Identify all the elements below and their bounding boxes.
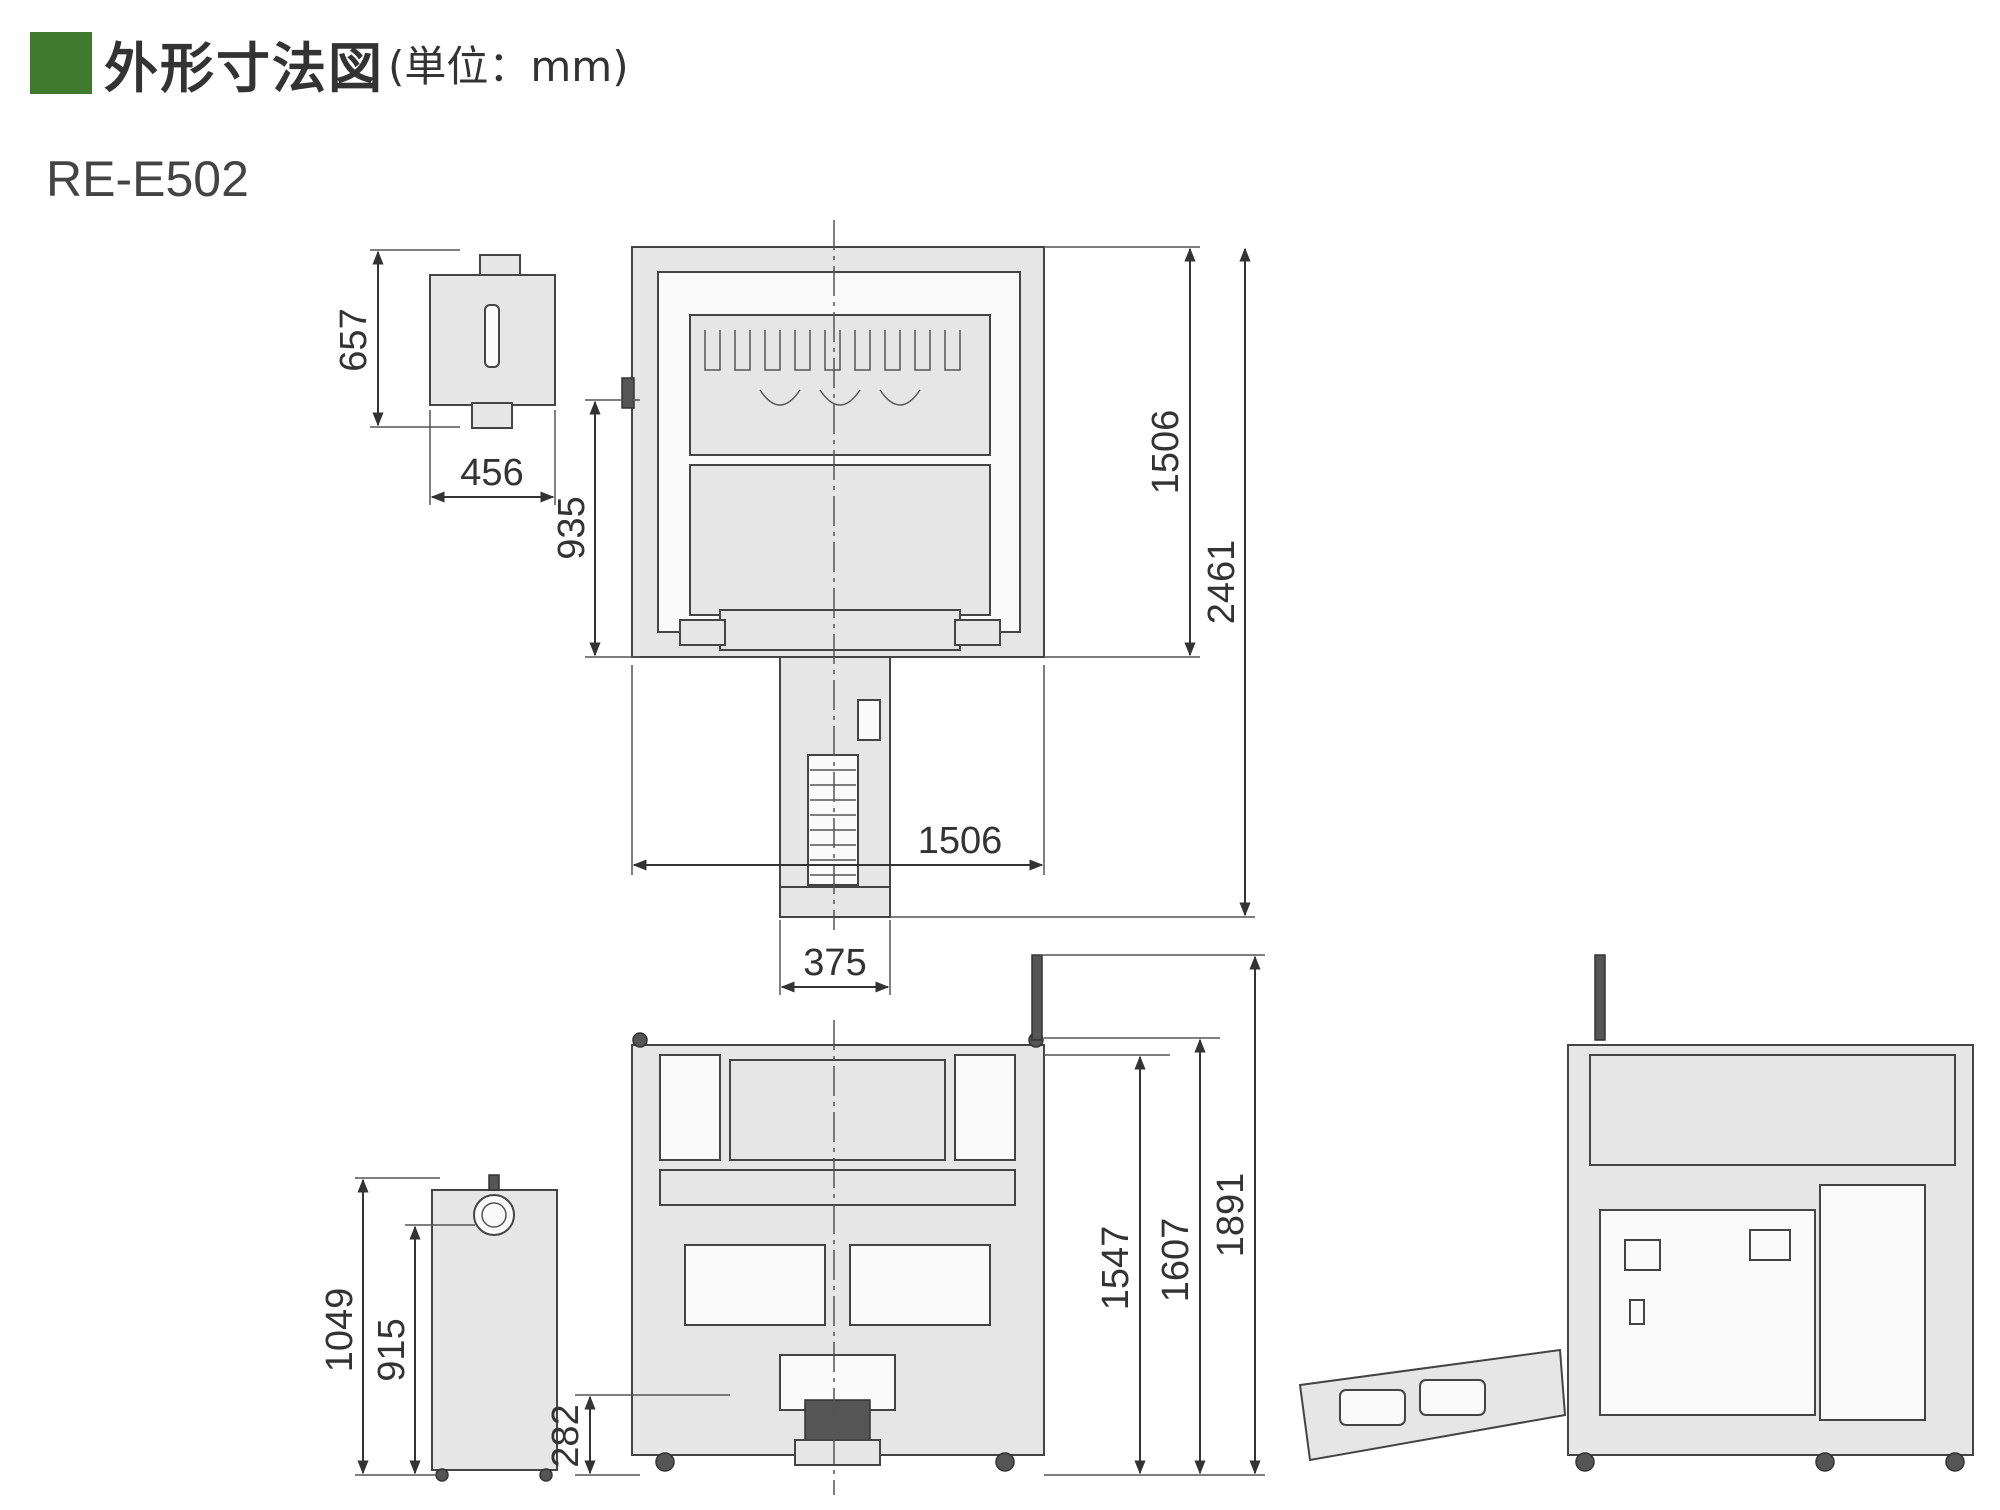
dim-456: 456 bbox=[460, 452, 523, 494]
dim-1891: 1891 bbox=[1210, 1173, 1252, 1258]
dim-1547: 1547 bbox=[1095, 1226, 1137, 1311]
dim-915: 915 bbox=[371, 1318, 413, 1381]
top-view-hopper bbox=[370, 249, 556, 505]
figure-title: 外形寸法図 bbox=[104, 36, 384, 100]
model-name: RE-E502 bbox=[46, 151, 249, 207]
dim-282: 282 bbox=[545, 1404, 587, 1467]
figure-header: 外形寸法図 (単位：mm) bbox=[30, 28, 629, 100]
dim-2461: 2461 bbox=[1201, 540, 1243, 625]
side-view-body bbox=[1298, 954, 1974, 1472]
front-view-body bbox=[631, 1020, 1045, 1495]
dim-1607: 1607 bbox=[1155, 1218, 1197, 1303]
dim-375: 375 bbox=[803, 942, 866, 984]
figure-unit: (単位：mm) bbox=[388, 41, 629, 91]
dim-657: 657 bbox=[333, 308, 375, 371]
dim-1506-horizontal: 1506 bbox=[918, 820, 1003, 862]
dim-935: 935 bbox=[551, 496, 593, 559]
front-view-hopper bbox=[431, 1174, 558, 1482]
dim-1506-vertical: 1506 bbox=[1145, 410, 1187, 495]
top-view-body bbox=[621, 220, 1045, 930]
dim-1049: 1049 bbox=[319, 1288, 361, 1373]
green-square-icon bbox=[30, 32, 92, 94]
